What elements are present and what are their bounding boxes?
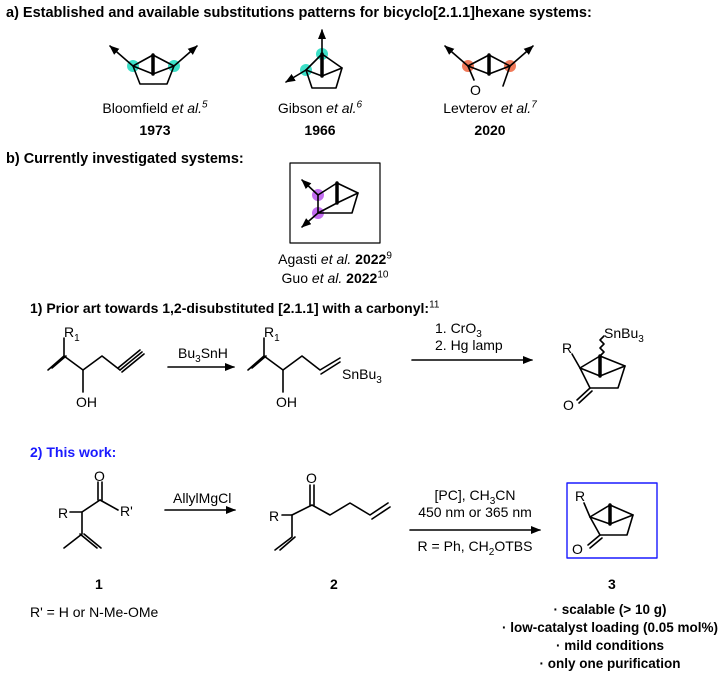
cpd2-r-label: R [269, 508, 280, 524]
substituent-arrow [509, 45, 534, 67]
compound-label-2: 2 [330, 576, 338, 592]
prior-art-intermediate [247, 337, 341, 393]
levterov-year: 2020 [474, 122, 506, 138]
product-snbu3-label: SnBu3 [604, 325, 644, 345]
bloomfield-structure [109, 45, 198, 85]
compound-2-structure [274, 484, 391, 551]
condition-wavelength: 450 nm or 365 nm [418, 504, 532, 520]
section-a-heading: a) Established and available substitutio… [6, 5, 592, 21]
structure-box [289, 162, 381, 244]
agasti-ref: Agasti et al. 20229 [278, 250, 392, 267]
step-cro3: 1. CrO3 [435, 320, 482, 340]
levterov-structure [444, 45, 534, 87]
cpd1-r-label: R [58, 505, 69, 521]
condition-catalyst: [PC], CH3CN [434, 487, 516, 507]
gibson-structure [285, 29, 343, 89]
levterov-ref: Levterov et al.7 [443, 99, 537, 116]
feature-mild-conditions: · mild conditions [556, 638, 664, 653]
cpd1-rprime-label: R' [120, 503, 133, 519]
cpd3-o-label: O [572, 541, 583, 557]
section-b-heading: b) Currently investigated systems: [6, 151, 244, 167]
reagent-bu3snh: Bu3SnH [178, 345, 228, 365]
feature-low-catalyst: · low-catalyst loading (0.05 mol%) [501, 620, 719, 635]
mid-snbu3-label: SnBu3 [342, 366, 382, 386]
mid-r1-label: R1 [264, 324, 280, 344]
substituent-arrow [285, 69, 307, 83]
compound-1-structure [63, 481, 119, 549]
substituent-arrow [444, 45, 469, 67]
bloomfield-year: 1973 [139, 122, 171, 138]
oxygen-label: O [470, 82, 481, 98]
substituent-arrow [109, 45, 134, 67]
investigated-structure [289, 162, 381, 244]
bloomfield-ref: Bloomfield et al.5 [102, 99, 208, 116]
step-hg-lamp: 2. Hg lamp [435, 337, 503, 353]
start-oh-label: OH [76, 394, 97, 410]
substituent-arrow [173, 45, 198, 67]
start-r1-label: R1 [64, 324, 80, 344]
feature-scalable: · scalable (> 10 g) [553, 602, 667, 617]
cpd3-r-label: R [575, 488, 586, 504]
gibson-year: 1966 [304, 122, 336, 138]
compound-label-3: 3 [608, 576, 616, 592]
product-r-label: R [562, 340, 573, 356]
cpd1-o-label: O [94, 468, 105, 484]
prior-art-product [571, 335, 626, 404]
cpd2-o-label: O [306, 470, 317, 486]
compound-label-1: 1 [95, 576, 103, 592]
mid-oh-label: OH [276, 394, 297, 410]
substituent-arrow [301, 179, 319, 196]
this-work-heading: 2) This work: [30, 444, 117, 460]
prior-art-starting-material [47, 337, 145, 393]
prior-art-heading: 1) Prior art towards 1,2-disubstituted [… [30, 299, 440, 316]
product-box [566, 482, 658, 559]
rprime-note: R' = H or N-Me-OMe [30, 604, 159, 620]
feature-one-purification: · only one purification [539, 656, 681, 671]
reagent-allylmgcl: AllylMgCl [173, 490, 232, 506]
product-o-label: O [563, 397, 574, 413]
condition-r-groups: R = Ph, CH2OTBS [417, 538, 533, 558]
substituent-arrow [301, 212, 319, 228]
gibson-ref: Gibson et al.6 [277, 99, 363, 116]
compound-3-structure [566, 482, 658, 559]
guo-ref: Guo et al. 202210 [281, 269, 389, 286]
